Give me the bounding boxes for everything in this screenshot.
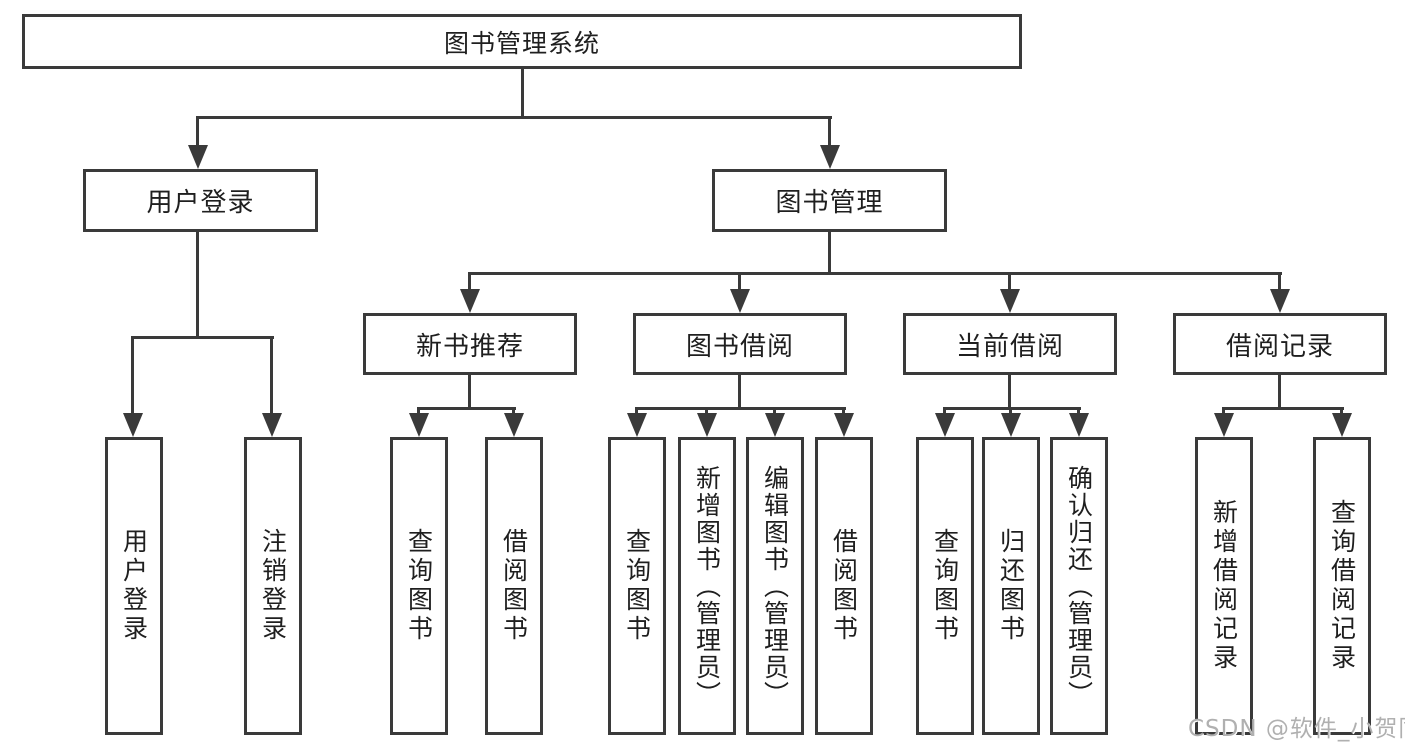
connector-arrow-shaft [1278, 273, 1281, 293]
leaf-query-books-recommend: 查询图书 [390, 437, 448, 735]
node-current-borrow: 当前借阅 [903, 313, 1117, 375]
connector-arrow-shaft [943, 408, 946, 417]
arrowhead-down-icon [262, 413, 282, 437]
arrowhead-down-icon [820, 145, 840, 169]
arrowhead-down-icon [1000, 289, 1020, 313]
connector-arrow-shaft [1009, 408, 1012, 417]
node-label: 图书管理 [775, 188, 884, 218]
connector-stem [521, 69, 524, 117]
arrowhead-down-icon [1332, 413, 1352, 437]
connector-arrow-shaft [512, 408, 515, 417]
node-label: 新书推荐 [415, 331, 524, 362]
arrowhead-down-icon [935, 413, 955, 437]
connector-stem [1278, 375, 1281, 408]
leaf-query-borrow-record: 查询借阅记录 [1313, 437, 1371, 735]
connector-arrow-shaft [773, 408, 776, 417]
node-label: 图书管理系统 [443, 28, 600, 58]
connector-arrow-shaft [270, 337, 273, 417]
arrowhead-down-icon [627, 413, 647, 437]
connector-stem [828, 232, 831, 273]
connector-arrow-shaft [417, 408, 420, 417]
connector-arrow-shaft [705, 408, 708, 417]
leaf-label: 查询图书 [930, 528, 960, 644]
connector-arrow-shaft [1340, 408, 1343, 417]
connector-bar [131, 336, 274, 339]
connector-stem [1008, 375, 1011, 408]
arrowhead-down-icon [188, 145, 208, 169]
leaf-confirm-return-admin: 确认归还（管理员） [1050, 437, 1108, 735]
leaf-query-books-borrow: 查询图书 [608, 437, 666, 735]
leaf-label: 归还图书 [996, 528, 1026, 644]
connector-arrow-shaft [842, 408, 845, 417]
leaf-logout: 注销登录 [244, 437, 302, 735]
connector-bar [1222, 407, 1344, 410]
node-borrow-records: 借阅记录 [1173, 313, 1387, 375]
leaf-query-books-current: 查询图书 [916, 437, 974, 735]
node-label: 当前借阅 [955, 331, 1064, 362]
leaf-borrow-books: 借阅图书 [815, 437, 873, 735]
arrowhead-down-icon [504, 413, 524, 437]
arrowhead-down-icon [409, 413, 429, 437]
connector-arrow-shaft [1222, 408, 1225, 417]
arrowhead-down-icon [1214, 413, 1234, 437]
leaf-label: 借阅图书 [499, 528, 529, 644]
connector-stem [196, 232, 199, 337]
connector-arrow-shaft [196, 117, 199, 149]
leaf-add-borrow-record: 新增借阅记录 [1195, 437, 1253, 735]
connector-arrow-shaft [828, 117, 831, 149]
arrowhead-down-icon [1001, 413, 1021, 437]
leaf-label: 借阅图书 [829, 528, 859, 644]
connector-stem [738, 375, 741, 408]
connector-bar [635, 407, 846, 410]
leaf-label: 确认归还（管理员） [1064, 464, 1094, 708]
leaf-label: 查询借阅记录 [1327, 499, 1357, 673]
connector-bar [417, 407, 516, 410]
node-user-login: 用户登录 [83, 169, 318, 232]
leaf-borrow-books-recommend: 借阅图书 [485, 437, 543, 735]
arrowhead-down-icon [1270, 289, 1290, 313]
watermark-text: CSDN @软件_小贺同学 [1188, 716, 1405, 742]
arrowhead-down-icon [730, 289, 750, 313]
arrowhead-down-icon [697, 413, 717, 437]
node-book-borrow: 图书借阅 [633, 313, 847, 375]
connector-arrow-shaft [468, 273, 471, 293]
connector-bar [468, 272, 1282, 275]
connector-arrow-shaft [1077, 408, 1080, 417]
arrowhead-down-icon [123, 413, 143, 437]
leaf-label: 注销登录 [258, 528, 288, 644]
leaf-label: 用户登录 [119, 528, 149, 644]
node-library-management-system: 图书管理系统 [22, 14, 1022, 69]
node-book-management: 图书管理 [712, 169, 947, 232]
leaf-add-books-admin: 新增图书（管理员） [678, 437, 736, 735]
leaf-label: 查询图书 [622, 528, 652, 644]
node-label: 图书借阅 [685, 331, 794, 362]
leaf-user-login: 用户登录 [105, 437, 163, 735]
connector-arrow-shaft [635, 408, 638, 417]
connector-arrow-shaft [131, 337, 134, 417]
leaf-return-books: 归还图书 [982, 437, 1040, 735]
connector-bar [943, 407, 1081, 410]
node-new-book-recommend: 新书推荐 [363, 313, 577, 375]
leaf-label: 编辑图书（管理员） [760, 464, 790, 708]
connector-arrow-shaft [1008, 273, 1011, 293]
arrowhead-down-icon [834, 413, 854, 437]
arrowhead-down-icon [460, 289, 480, 313]
node-label: 用户登录 [146, 188, 255, 218]
node-label: 借阅记录 [1225, 331, 1334, 362]
arrowhead-down-icon [1069, 413, 1089, 437]
connector-stem [468, 375, 471, 408]
leaf-edit-books-admin: 编辑图书（管理员） [746, 437, 804, 735]
leaf-label: 新增图书（管理员） [692, 464, 722, 708]
connector-arrow-shaft [738, 273, 741, 293]
leaf-label: 新增借阅记录 [1209, 499, 1239, 673]
leaf-label: 查询图书 [404, 528, 434, 644]
connector-bar [196, 116, 832, 119]
arrowhead-down-icon [765, 413, 785, 437]
